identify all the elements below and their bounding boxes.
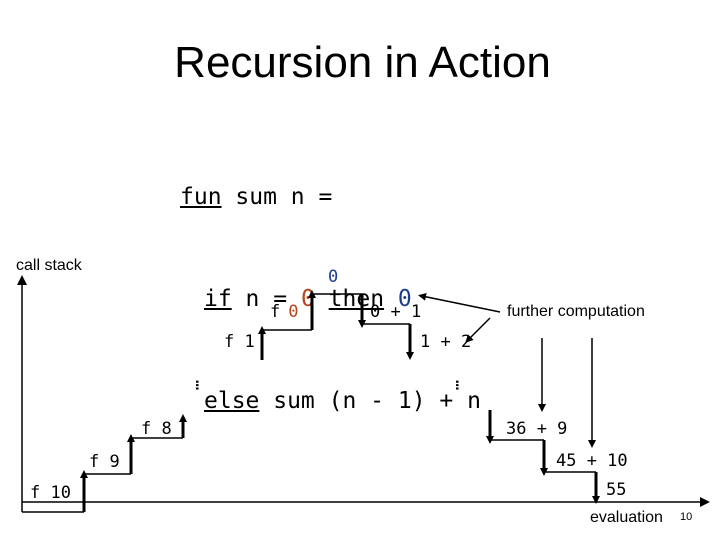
- return-45-plus-10: 45 + 10: [556, 451, 628, 471]
- code-line-2: if n = 0 then 0: [204, 286, 412, 312]
- call-f9-label: f 9: [89, 452, 120, 472]
- return-55: 55: [606, 480, 626, 500]
- call-stack-label: call stack: [16, 257, 83, 274]
- further-computation-label: further computation: [507, 303, 645, 320]
- return-0-plus-1: 0 + 1: [370, 302, 421, 322]
- call-f1-label: f 1: [224, 332, 255, 352]
- return-staircase: [358, 294, 600, 504]
- return-1-plus-2: 1 + 2: [420, 332, 471, 352]
- code-line-3: else sum (n - 1) + n: [204, 388, 481, 414]
- call-f10-label: f 10: [30, 483, 71, 503]
- return-36-plus-9: 36 + 9: [506, 419, 567, 439]
- return-ellipsis: …: [451, 380, 471, 390]
- call-f8-label: f 8: [141, 419, 172, 439]
- further-computation-arrows: [418, 292, 596, 448]
- code-line-1: fun sum n =: [180, 184, 333, 210]
- slide-number: 10: [680, 511, 692, 523]
- call-staircase: [22, 290, 362, 513]
- code-block: fun sum n = if n = 0 then 0 else sum (n …: [180, 112, 481, 452]
- call-ellipsis-left: …: [191, 380, 211, 390]
- result-zero-label: 0: [328, 267, 338, 287]
- evaluation-label: evaluation: [590, 509, 663, 526]
- slide-title: Recursion in Action: [174, 38, 551, 87]
